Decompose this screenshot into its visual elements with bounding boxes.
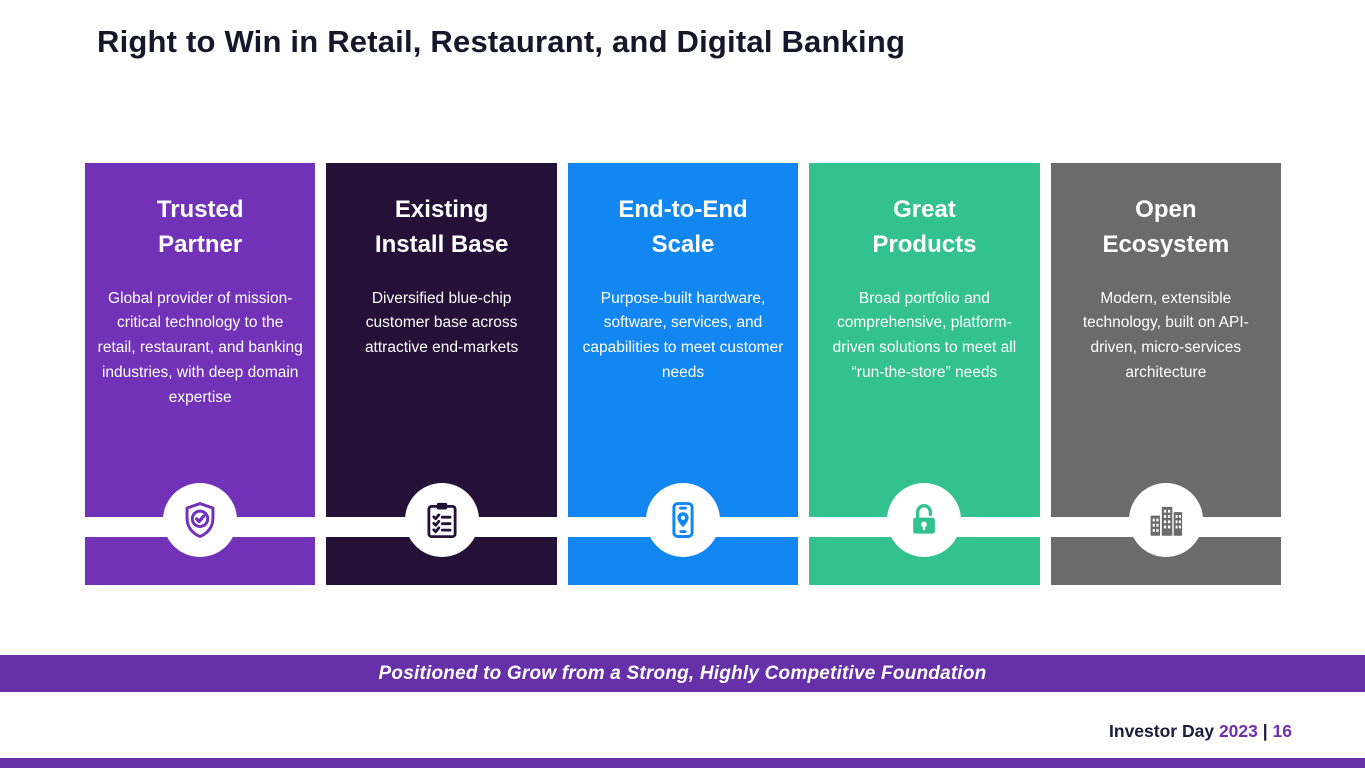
card-body: Global provider of mission-critical tech… [97,289,303,406]
card-open-ecosystem: Open Ecosystem Modern, extensible techno… [1050,163,1282,585]
footer: Investor Day 2023 | 16 [1109,721,1292,742]
card-body: Broad portfolio and comprehensive, platf… [832,289,1017,381]
card-body: Diversified blue-chip customer base acro… [364,289,519,357]
page-title: Right to Win in Retail, Restaurant, and … [97,24,906,59]
card-title: Existing Install Base [374,196,509,258]
open-padlock-icon [887,483,962,557]
card-body: Purpose-built hardware, software, servic… [582,289,784,381]
shield-check-icon [163,483,238,557]
bottom-accent-strip [0,758,1365,768]
smartphone-location-icon [646,483,721,557]
card-trusted-partner: Trusted Partner Global provider of missi… [85,163,316,585]
banner: Positioned to Grow from a Strong, Highly… [0,655,1365,692]
footer-page-number: 16 [1272,721,1292,741]
card-existing-install-base: Existing Install Base Diversified blue-c… [326,163,557,585]
footer-year: 2023 [1218,721,1258,741]
card-end-to-end-scale: End-to-End Scale Purpose-built hardware,… [567,163,799,585]
card-title: Trusted Partner [156,196,244,258]
card-title: End-to-End Scale [618,196,748,258]
cards-row: Trusted Partner Global provider of missi… [85,163,1282,585]
footer-label: Investor Day [1109,721,1215,741]
footer-separator: | [1262,721,1268,741]
card-great-products: Great Products Broad portfolio and compr… [809,163,1040,585]
card-title: Great Products [872,196,977,258]
city-buildings-icon [1128,483,1203,557]
clipboard-checklist-icon [404,483,479,557]
card-title: Open Ecosystem [1102,196,1230,258]
card-body: Modern, extensible technology, built on … [1082,289,1249,381]
